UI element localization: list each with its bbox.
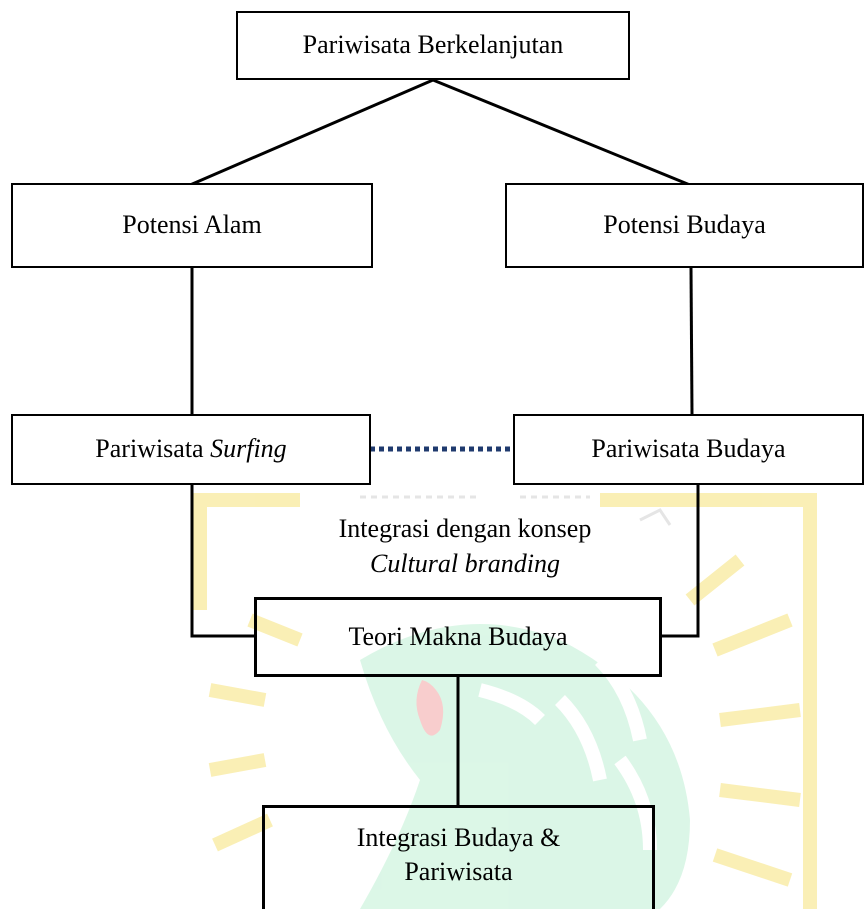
node-teori-makna-budaya: Teori Makna Budaya [254, 597, 662, 677]
node-integrasi-line-1: Integrasi Budaya & [356, 823, 561, 852]
node-potensi-alam: Potensi Alam [11, 183, 373, 268]
node-pariwisata-surfing-label: Pariwisata Surfing [95, 432, 286, 466]
watermark-frame [193, 493, 300, 610]
node-pariwisata-surfing: Pariwisata Surfing [11, 414, 371, 485]
node-pariwisata-budaya-label: Pariwisata Budaya [591, 434, 786, 464]
node-teori-makna-budaya-label: Teori Makna Budaya [348, 621, 568, 651]
node-potensi-budaya-label: Potensi Budaya [603, 210, 766, 240]
connector-cultural-tourism-theory [660, 484, 700, 638]
connector-root-nature [189, 78, 434, 187]
node-pariwisata-surfing-italic: Surfing [210, 434, 287, 464]
node-pariwisata-surfing-prefix: Pariwisata [95, 434, 204, 464]
connector-root-culture [432, 78, 691, 187]
watermark-flame [416, 680, 444, 736]
node-integrasi-line-2: Pariwisata [404, 857, 513, 887]
node-potensi-budaya: Potensi Budaya [505, 183, 864, 268]
connector-culture-cultural-tourism [689, 267, 694, 415]
node-potensi-alam-label: Potensi Alam [122, 210, 262, 240]
annotation-line-2: Cultural branding [370, 549, 560, 579]
node-pariwisata-budaya: Pariwisata Budaya [513, 414, 864, 485]
node-pariwisata-berkelanjutan-label: Pariwisata Berkelanjutan [302, 30, 564, 60]
node-integrasi-budaya-pariwisata: Integrasi Budaya & Pariwisata [262, 805, 655, 909]
connector-surfing-theory [190, 484, 256, 638]
annotation-cultural-branding: Integrasi dengan konsep Cultural brandin… [290, 511, 640, 581]
node-integrasi-label: Integrasi Budaya & Pariwisata [357, 821, 561, 890]
annotation-line-1: Integrasi dengan konsep [338, 514, 592, 543]
watermark-emblem [360, 624, 690, 909]
node-pariwisata-berkelanjutan: Pariwisata Berkelanjutan [236, 11, 630, 80]
